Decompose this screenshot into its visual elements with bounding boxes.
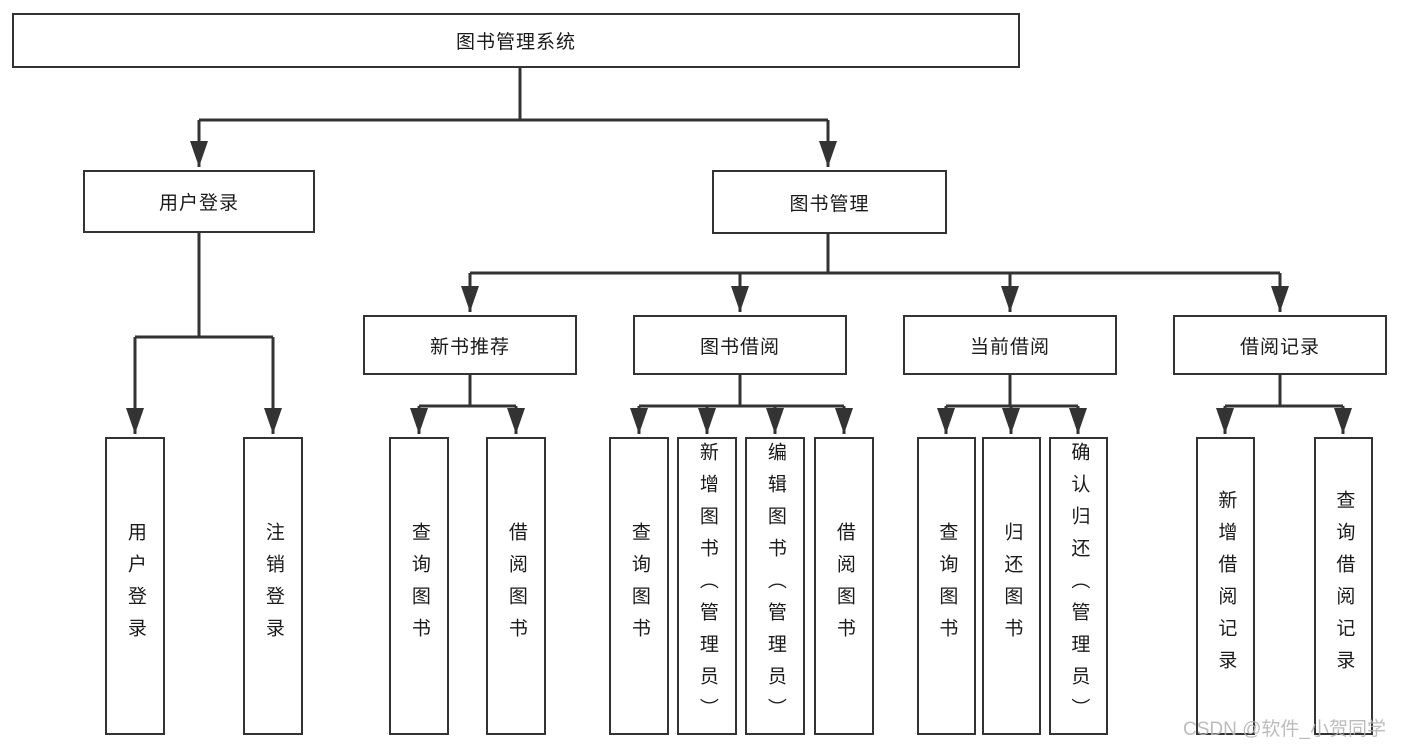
leaf-edit-book-admin: 编辑图书（管理员） (745, 437, 805, 735)
node-user-login-label: 用户登录 (158, 193, 239, 214)
leaf-confirm-return-admin-label: 确认归还（管理员） (1068, 442, 1090, 730)
node-current-borrow-label: 当前借阅 (969, 336, 1050, 358)
leaf-confirm-return-admin: 确认归还（管理员） (1049, 437, 1108, 735)
leaf-logout: 注销登录 (243, 437, 303, 735)
leaf-user-login: 用户登录 (105, 437, 165, 735)
leaf-logout-label: 注销登录 (262, 522, 284, 650)
node-new-book-recommend-label: 新书推荐 (429, 336, 510, 358)
node-user-login: 用户登录 (83, 170, 315, 233)
leaf-query-book-3-label: 查询图书 (936, 522, 958, 650)
leaf-borrow-book-2: 借阅图书 (814, 437, 874, 735)
node-book-management-label: 图书管理 (789, 193, 870, 215)
node-current-borrow: 当前借阅 (903, 315, 1117, 375)
node-root-label: 图书管理系统 (455, 32, 576, 53)
node-new-book-recommend: 新书推荐 (363, 315, 577, 375)
leaf-borrow-book-1-label: 借阅图书 (505, 522, 527, 650)
leaf-query-borrow-record-label: 查询借阅记录 (1333, 490, 1355, 682)
leaf-query-borrow-record: 查询借阅记录 (1314, 437, 1373, 735)
leaf-add-book-admin: 新增图书（管理员） (677, 437, 737, 735)
leaf-query-book-1: 查询图书 (389, 437, 449, 735)
leaf-return-book-label: 归还图书 (1001, 522, 1023, 650)
leaf-add-borrow-record-label: 新增借阅记录 (1215, 490, 1237, 682)
leaf-add-book-admin-label: 新增图书（管理员） (696, 442, 718, 730)
leaf-add-borrow-record: 新增借阅记录 (1196, 437, 1255, 735)
leaf-edit-book-admin-label: 编辑图书（管理员） (764, 442, 786, 730)
csdn-watermark: CSDN @软件_小贺同学 (1183, 719, 1386, 740)
node-borrow-records: 借阅记录 (1173, 315, 1387, 375)
leaf-return-book: 归还图书 (982, 437, 1041, 735)
node-book-borrow: 图书借阅 (633, 315, 847, 375)
node-book-borrow-label: 图书借阅 (699, 336, 780, 358)
leaf-borrow-book-2-label: 借阅图书 (833, 522, 855, 650)
leaf-query-book-2: 查询图书 (609, 437, 669, 735)
node-borrow-records-label: 借阅记录 (1239, 336, 1320, 358)
leaf-user-login-label: 用户登录 (124, 522, 146, 650)
node-root: 图书管理系统 (12, 13, 1020, 68)
leaf-query-book-2-label: 查询图书 (628, 522, 650, 650)
leaf-query-book-3: 查询图书 (917, 437, 976, 735)
leaf-borrow-book-1: 借阅图书 (486, 437, 546, 735)
leaf-query-book-1-label: 查询图书 (408, 522, 430, 650)
node-book-management: 图书管理 (712, 170, 947, 234)
